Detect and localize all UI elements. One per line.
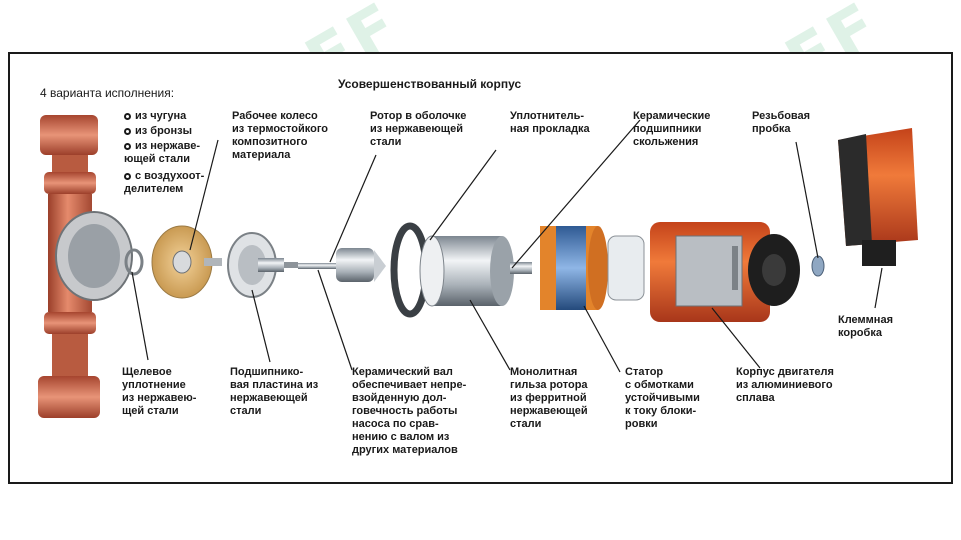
bullet-icon bbox=[124, 128, 131, 135]
variants-heading: 4 варианта исполнения: bbox=[40, 86, 175, 100]
label-threaded-plug: Резьбовая пробка bbox=[752, 110, 811, 135]
variant-item: из чугуна bbox=[124, 110, 186, 123]
variant-item: из нержаве- ющей стали bbox=[124, 140, 201, 165]
bearing-plate bbox=[227, 232, 298, 298]
label-bearing-plate: Подшипнико- вая пластина из нержавеющей … bbox=[230, 366, 319, 417]
label-ceramic-bearings: Керамические подшипники скольжения bbox=[633, 110, 711, 148]
leader-lines bbox=[131, 119, 883, 373]
threaded-plug bbox=[811, 255, 825, 277]
label-gasket: Уплотнитель- ная прокладка bbox=[510, 110, 590, 135]
label-stator: Статор с обмотками устойчивыми к току бл… bbox=[625, 366, 700, 430]
label-rotor-sleeve: Монолитная гильза ротора из ферритной не… bbox=[510, 366, 588, 430]
motor-housing bbox=[650, 222, 800, 322]
label-motor-housing: Корпус двигателя из алюминиевого сплава bbox=[736, 366, 834, 404]
label-gap-seal: Щелевое уплотнение из нержавею- щей стал… bbox=[122, 366, 197, 417]
pump-body bbox=[38, 115, 144, 418]
label-rotor-shell: Ротор в оболочке из нержавеющей стали bbox=[370, 110, 467, 148]
label-impeller: Рабочее колесо из термостойкого композит… bbox=[232, 110, 329, 161]
bullet-icon bbox=[124, 113, 131, 120]
ceramic-shaft bbox=[298, 248, 386, 282]
terminal-box bbox=[838, 128, 918, 266]
rotor-sleeve bbox=[419, 235, 532, 307]
label-terminal-box: Клеммная коробка bbox=[838, 314, 893, 339]
diagram-title: Усовершенствованный корпус bbox=[338, 77, 522, 91]
variant-item: с воздухоот- делителем bbox=[124, 170, 205, 195]
bullet-icon bbox=[124, 143, 131, 150]
bullet-icon bbox=[124, 173, 131, 180]
stator bbox=[540, 226, 645, 310]
label-ceramic-shaft: Керамический вал обеспечивает непре- взо… bbox=[352, 366, 467, 456]
variant-item: из бронзы bbox=[124, 125, 192, 138]
impeller bbox=[151, 225, 222, 299]
